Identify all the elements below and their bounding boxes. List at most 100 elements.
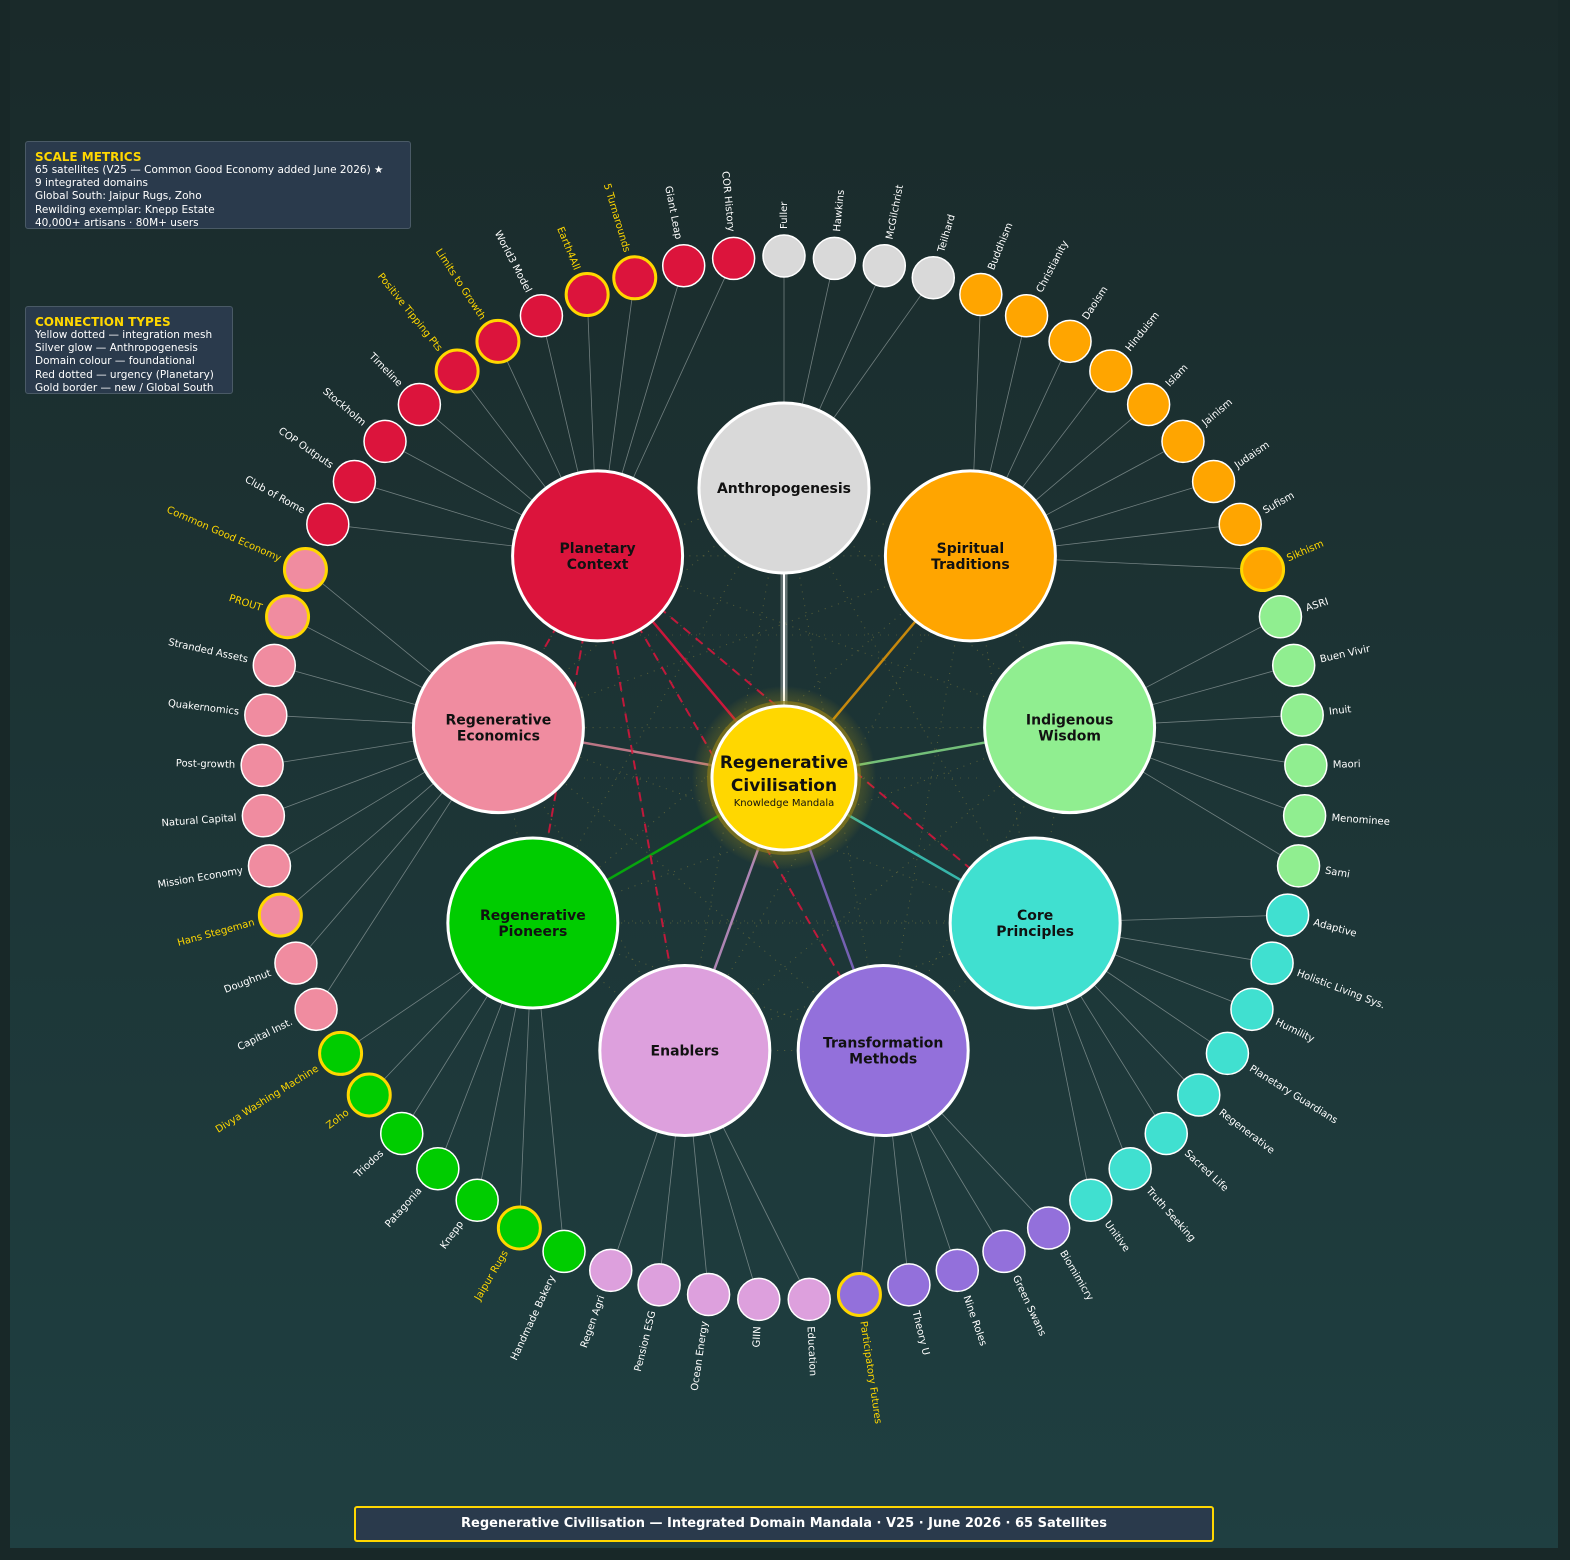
metrics-line: Rewilding exemplar: Knepp Estate (35, 203, 215, 216)
domain-pioneers[interactable] (446, 836, 620, 1010)
satellite-node[interactable] (1069, 1178, 1113, 1223)
satellite-node[interactable] (1218, 502, 1262, 547)
satellite-node[interactable] (1144, 1111, 1188, 1156)
satellite-node[interactable] (1250, 941, 1294, 985)
satellite-node[interactable] (1265, 893, 1310, 937)
satellite-label: Hans Stegeman (176, 917, 256, 949)
satellite-node[interactable] (686, 1272, 731, 1317)
satellite-node[interactable] (1230, 987, 1274, 1032)
satellite-node[interactable] (363, 419, 407, 464)
center-circle[interactable] (710, 704, 858, 852)
satellite-node[interactable] (1284, 743, 1328, 788)
satellite-node[interactable] (247, 844, 292, 888)
satellite-node[interactable] (380, 1111, 424, 1156)
satellite-node[interactable] (959, 272, 1003, 317)
domain-anthropogenesis[interactable] (697, 401, 871, 575)
satellite-node[interactable] (1177, 1073, 1221, 1117)
satellite-node[interactable] (519, 294, 564, 338)
satellite-node[interactable] (1048, 319, 1092, 364)
satellite-node[interactable] (496, 1205, 542, 1251)
satellite-node[interactable] (244, 693, 288, 737)
satellite-node[interactable] (1258, 594, 1303, 639)
domain-indigenous[interactable] (983, 641, 1157, 815)
satellite-label: Quakernomics (167, 698, 239, 718)
domain-core[interactable] (948, 836, 1122, 1010)
satellite-node[interactable] (1126, 382, 1171, 427)
satellite-label: Participatory Futures (857, 1321, 883, 1425)
connection-type-line: Silver glow — Anthropogenesis (35, 342, 198, 355)
satellite-label: Timeline (366, 350, 404, 389)
satellite-node[interactable] (1282, 794, 1327, 838)
satellite-node[interactable] (1240, 547, 1286, 593)
domain-enablers[interactable] (598, 964, 772, 1138)
satellite-node[interactable] (836, 1272, 882, 1318)
satellite-node[interactable] (318, 1030, 364, 1076)
domain-transformation[interactable] (796, 964, 970, 1138)
satellite-node[interactable] (812, 236, 857, 281)
satellite-label: COR History (719, 171, 736, 232)
domain-spiritual[interactable] (883, 469, 1057, 643)
satellite-node[interactable] (1205, 1031, 1250, 1076)
satellite-node[interactable] (397, 382, 442, 427)
satellite-node[interactable] (862, 243, 907, 288)
satellite-label: Doughnut (223, 968, 273, 996)
satellite-label: Regen Agri (579, 1294, 608, 1349)
satellite-node[interactable] (911, 256, 956, 300)
satellite-node[interactable] (542, 1229, 586, 1274)
satellite-node[interactable] (252, 643, 297, 688)
satellite-label: Post-growth (176, 758, 236, 770)
satellite-label: Christianity (1035, 239, 1071, 295)
satellite-node[interactable] (588, 1248, 633, 1293)
satellite-node[interactable] (612, 255, 658, 301)
satellite-node[interactable] (982, 1229, 1026, 1274)
satellite-node[interactable] (1108, 1146, 1152, 1191)
satellite-node[interactable] (241, 794, 286, 838)
satellite-node[interactable] (346, 1072, 392, 1118)
domain-economics[interactable] (411, 641, 585, 815)
satellite-node[interactable] (455, 1178, 499, 1223)
satellite-nodes (240, 234, 1328, 1322)
satellite-label: Sikhism (1285, 539, 1325, 565)
satellite-node[interactable] (434, 348, 480, 394)
satellite-node[interactable] (475, 318, 521, 364)
satellite-node[interactable] (1004, 294, 1049, 338)
satellite-label: Humility (1273, 1017, 1315, 1045)
connection-types-title: CONNECTION TYPES (35, 315, 171, 329)
satellite-node[interactable] (935, 1248, 980, 1293)
center-node: Regenerative Civilisation Knowledge Mand… (692, 686, 876, 870)
satellite-node[interactable] (762, 234, 806, 278)
satellite-node[interactable] (564, 272, 610, 318)
satellite-label: Hinduism (1124, 310, 1162, 354)
satellite-label: Islam (1164, 362, 1191, 389)
satellite-node[interactable] (1271, 643, 1316, 688)
satellite-node[interactable] (737, 1277, 781, 1322)
satellite-node[interactable] (332, 459, 377, 504)
satellite-label: Pension ESG (633, 1310, 659, 1373)
satellite-node[interactable] (1276, 844, 1321, 888)
satellite-node[interactable] (787, 1277, 831, 1322)
metrics-line: 9 integrated domains (35, 177, 148, 190)
domain-planetary[interactable] (511, 469, 685, 643)
satellite-node[interactable] (1161, 419, 1205, 464)
satellite-node[interactable] (240, 743, 284, 788)
satellite-node[interactable] (1280, 693, 1324, 737)
satellite-node[interactable] (637, 1263, 681, 1307)
satellite-node[interactable] (265, 594, 311, 640)
satellite-node[interactable] (1026, 1206, 1071, 1250)
satellite-node[interactable] (1191, 459, 1236, 504)
satellite-node[interactable] (416, 1146, 460, 1191)
satellite-node[interactable] (274, 941, 318, 985)
satellite-node[interactable] (294, 987, 338, 1032)
satellite-node[interactable] (306, 502, 350, 547)
metrics-line: Global South: Jaipur Rugs, Zoho (35, 190, 202, 203)
satellite-node[interactable] (1089, 349, 1133, 393)
satellite-label: Sufism (1261, 490, 1296, 516)
satellite-node[interactable] (887, 1263, 931, 1307)
satellite-node[interactable] (711, 236, 756, 281)
satellite-node[interactable] (282, 547, 328, 593)
satellite-node[interactable] (661, 243, 706, 288)
satellite-label: Capital Inst. (236, 1017, 295, 1053)
satellite-node[interactable] (257, 892, 303, 938)
satellite-label: Inuit (1328, 704, 1352, 718)
satellite-label: Fuller (779, 201, 790, 229)
